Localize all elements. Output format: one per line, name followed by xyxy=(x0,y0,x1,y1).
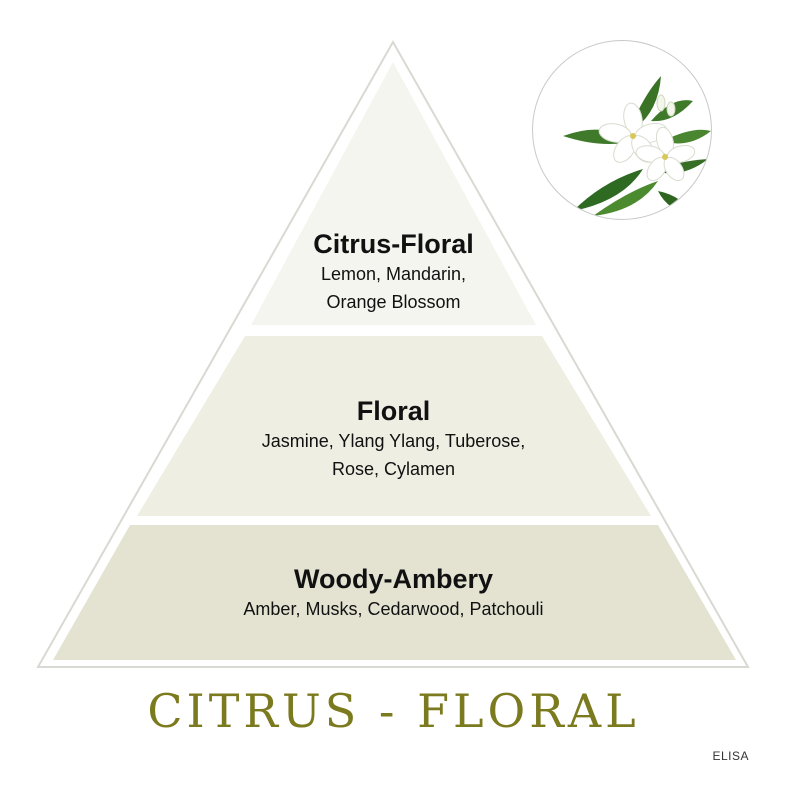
tier-title: Woody-Ambery xyxy=(293,564,494,594)
tier-notes: Jasmine, Ylang Ylang, Tuberose, Rose, Cy… xyxy=(261,431,526,479)
leaf-shape xyxy=(663,129,711,144)
jasmine-flower-image xyxy=(532,40,712,220)
tier-bottom-shape xyxy=(53,525,736,660)
brand-label: ELISA xyxy=(712,749,749,763)
tier-middle-shape xyxy=(137,336,651,516)
flower-illustration xyxy=(563,76,711,216)
leaf-shape xyxy=(573,169,643,211)
tier-notes: Lemon, Mandarin, Orange Blossom xyxy=(320,264,467,312)
tier-bottom-label: Woody-Ambery Amber, Musks, Cedarwood, Pa… xyxy=(0,563,787,623)
tier-title: Floral xyxy=(356,396,431,426)
tier-top-shape xyxy=(251,62,536,325)
fragrance-family-heading: CITRUS - FLORAL xyxy=(147,684,640,738)
tier-top-label: Citrus-Floral Lemon, Mandarin, Orange Bl… xyxy=(0,228,787,316)
tier-title: Citrus-Floral xyxy=(313,229,474,259)
tier-middle-label: Floral Jasmine, Ylang Ylang, Tuberose, R… xyxy=(0,395,787,483)
leaf-shape xyxy=(593,181,658,216)
tier-notes: Amber, Musks, Cedarwood, Patchouli xyxy=(243,599,544,619)
